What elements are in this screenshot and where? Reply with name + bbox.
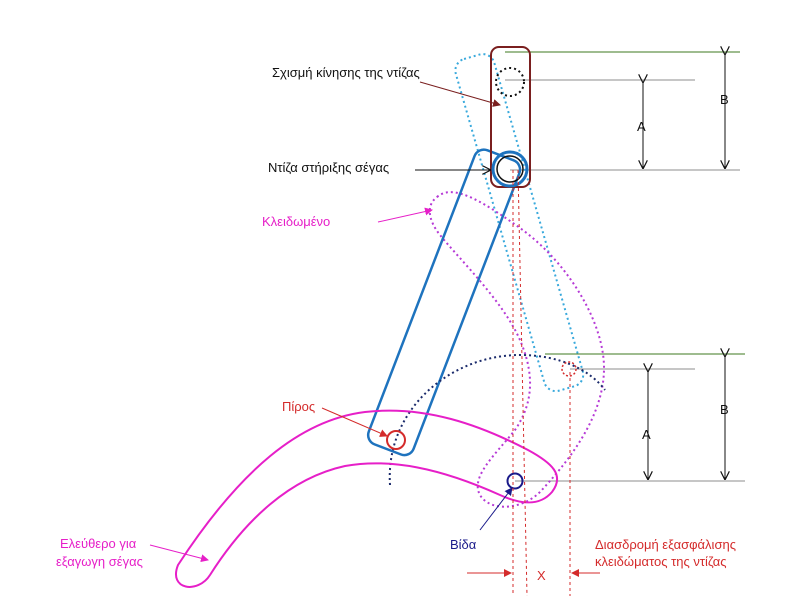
pin-circle xyxy=(386,430,406,450)
rod-pin-inner-circle xyxy=(496,155,524,183)
slot-label-leader xyxy=(419,81,501,107)
dimension-a-top-label: A xyxy=(637,119,646,134)
free-plate-outline xyxy=(175,409,558,588)
dimension-x-label: X xyxy=(537,568,546,583)
free-label-line2: εξαγωγη σέγας xyxy=(56,554,143,569)
travel-label-line1: Διασδρομή εξασφάλισης xyxy=(595,537,736,552)
slot-label: Σχισμή κίνησης της ντίζας xyxy=(272,65,420,80)
slot-top-position-circle xyxy=(495,67,525,97)
screw-label-leader xyxy=(479,487,513,531)
pin-label: Πίρος xyxy=(282,399,315,414)
dimension-b-bottom-label: B xyxy=(720,402,729,417)
lower-lock-position-circle xyxy=(561,361,577,377)
free-label-leader xyxy=(149,544,209,563)
screw-circle xyxy=(506,472,524,490)
rod-axis-line xyxy=(517,169,528,597)
rod-pin-outer-circle xyxy=(491,150,529,188)
rod-alternate-position xyxy=(454,53,585,393)
screw-label: Βίδα xyxy=(450,537,477,552)
dimension-b-top-label: B xyxy=(720,92,729,107)
rod-label: Ντίζα στήριξης σέγας xyxy=(268,160,389,175)
dimension-a-bottom-label: A xyxy=(642,427,651,442)
pin-label-leader xyxy=(321,407,388,437)
locked-plate-outline xyxy=(428,191,606,508)
rotation-arc-path xyxy=(388,353,606,486)
locked-label-leader xyxy=(377,207,433,223)
travel-label-line2: κλειδώματος της ντίζας xyxy=(595,554,727,569)
locked-label: Κλειδωμένο xyxy=(262,214,330,229)
free-label-line1: Ελεύθερο για xyxy=(60,536,137,551)
